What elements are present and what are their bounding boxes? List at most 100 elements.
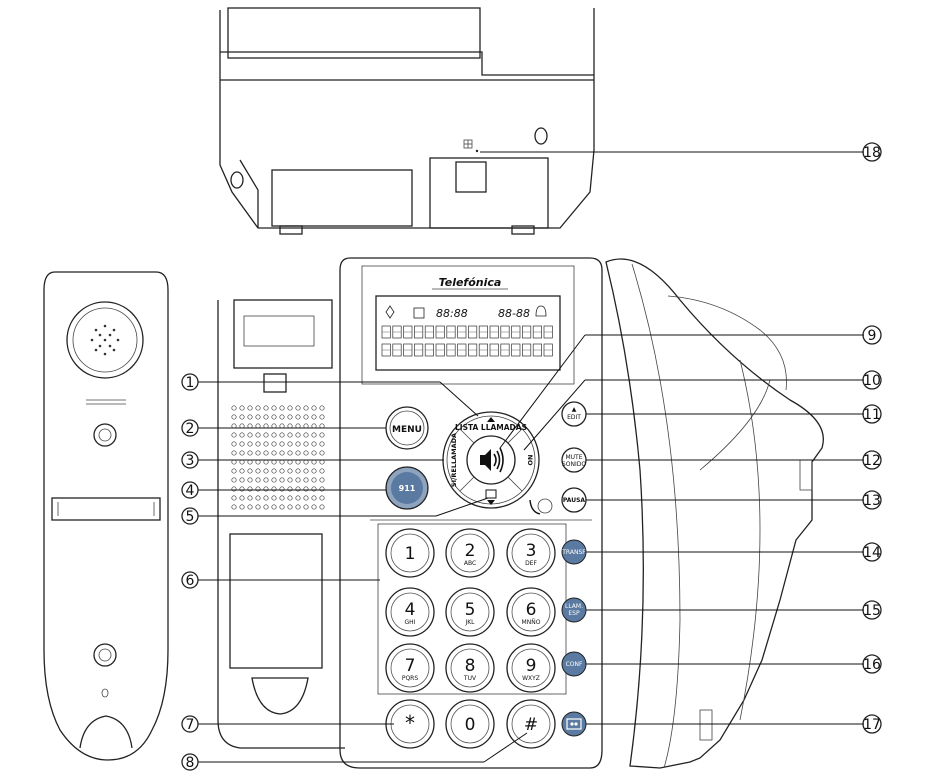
svg-text:LLAM.: LLAM. xyxy=(565,603,583,610)
transf-button[interactable]: TRANSF xyxy=(561,540,586,564)
callout-13: 13 xyxy=(863,491,881,509)
svg-text:EDIT: EDIT xyxy=(567,414,581,421)
key-letters: TUV xyxy=(463,675,477,682)
key-digit: 9 xyxy=(526,656,537,676)
callout-9: 9 xyxy=(863,326,881,344)
edit-button[interactable]: ▲ EDIT xyxy=(562,402,586,426)
key-digit: 2 xyxy=(465,541,476,561)
lcd-display: Telefónica 88:88 88-88 xyxy=(382,276,552,356)
speaker-grille xyxy=(232,406,324,509)
key-digit: 4 xyxy=(405,600,416,620)
callout-18: 18 xyxy=(863,143,881,161)
callout-12: 12 xyxy=(863,451,881,469)
key-digit: 0 xyxy=(465,715,476,735)
key-letters: WXYZ xyxy=(522,675,540,682)
mute-button[interactable]: MUTE SONIDO xyxy=(562,448,586,472)
emergency-911-button[interactable]: 911 xyxy=(386,467,428,509)
nav-no-label: NO xyxy=(526,455,534,466)
lcd-time: 88:88 xyxy=(436,307,468,320)
key-letters: PQRS xyxy=(402,675,419,682)
key-hash[interactable]: # xyxy=(507,700,555,748)
lcd-date: 88-88 xyxy=(498,307,530,320)
svg-text:16: 16 xyxy=(863,657,881,673)
lcd-character-rows xyxy=(382,326,552,356)
svg-text:MUTE: MUTE xyxy=(565,454,582,461)
svg-text:18: 18 xyxy=(863,145,881,161)
svg-text:PAUSA: PAUSA xyxy=(563,497,585,504)
key-0[interactable]: 0 xyxy=(446,700,494,748)
svg-text:12: 12 xyxy=(863,453,881,469)
nav-lista-llamadas-label: LISTA LLAMADAS xyxy=(455,423,527,432)
svg-text:7: 7 xyxy=(186,717,195,733)
svg-text:▲: ▲ xyxy=(572,406,577,413)
brand-logo: Telefónica xyxy=(439,276,502,289)
svg-text:11: 11 xyxy=(863,407,881,423)
llam-esp-button[interactable]: LLAM. ESP xyxy=(562,598,586,622)
navigation-pad[interactable]: LISTA LLAMADAS SI/RELLAMADA NO xyxy=(443,412,539,508)
speaker-icon xyxy=(480,448,503,472)
svg-text:6: 6 xyxy=(186,573,195,589)
key-letters: MNÑO xyxy=(522,619,541,626)
callout-7: 7 xyxy=(182,716,198,733)
svg-text:17: 17 xyxy=(863,717,881,733)
handset xyxy=(44,272,168,760)
svg-text:9: 9 xyxy=(868,328,877,344)
key-1[interactable]: 1 xyxy=(386,529,434,577)
callout-10: 10 xyxy=(863,371,881,389)
svg-text:15: 15 xyxy=(863,603,881,619)
menu-button[interactable]: MENU xyxy=(386,407,428,449)
callout-17: 17 xyxy=(863,715,881,733)
key-letters: ABC xyxy=(464,560,476,567)
nav-si-rellamada-label: SI/RELLAMADA xyxy=(450,433,458,487)
pausa-button[interactable]: PAUSA xyxy=(562,488,586,512)
phone-top-view xyxy=(220,8,594,234)
svg-text:10: 10 xyxy=(863,373,881,389)
callout-8: 8 xyxy=(182,754,198,771)
lcd-row-bottom xyxy=(382,344,552,356)
svg-text:CONF: CONF xyxy=(566,661,583,668)
callout-11: 11 xyxy=(863,405,881,423)
callout-3: 3 xyxy=(182,452,198,469)
callout-16: 16 xyxy=(863,655,881,673)
earpiece-holes xyxy=(91,325,120,356)
key-digit: 7 xyxy=(405,656,416,676)
callout-14: 14 xyxy=(863,543,881,561)
key-digit: 6 xyxy=(526,600,537,620)
svg-text:1: 1 xyxy=(186,375,195,391)
callout-4: 4 xyxy=(182,482,198,499)
key-digit: # xyxy=(524,715,538,735)
svg-text:SONIDO: SONIDO xyxy=(562,461,586,468)
callout-6: 6 xyxy=(182,572,198,589)
key-letters: DEF xyxy=(525,560,537,567)
conf-button[interactable]: CONF xyxy=(562,652,586,676)
handsfree-indicator-icon xyxy=(530,499,552,514)
key-digit: * xyxy=(405,711,415,735)
callout-1: 1 xyxy=(182,374,198,391)
svg-text:13: 13 xyxy=(863,493,881,509)
svg-text:MENU: MENU xyxy=(392,425,422,435)
svg-text:ESP: ESP xyxy=(568,610,580,617)
key-letters: JKL xyxy=(464,619,475,626)
svg-text:5: 5 xyxy=(186,509,195,525)
svg-text:14: 14 xyxy=(863,545,881,561)
callout-5: 5 xyxy=(182,508,198,525)
key-digit: 1 xyxy=(405,544,416,564)
key-digit: 3 xyxy=(526,541,537,561)
phonebook-icon xyxy=(486,490,496,505)
svg-text:4: 4 xyxy=(186,483,195,499)
svg-text:TRANSF: TRANSF xyxy=(561,549,586,556)
callout-2: 2 xyxy=(182,420,198,437)
key-digit: 5 xyxy=(465,600,476,620)
key-digit: 8 xyxy=(465,656,476,676)
voicemail-button[interactable] xyxy=(562,712,586,736)
